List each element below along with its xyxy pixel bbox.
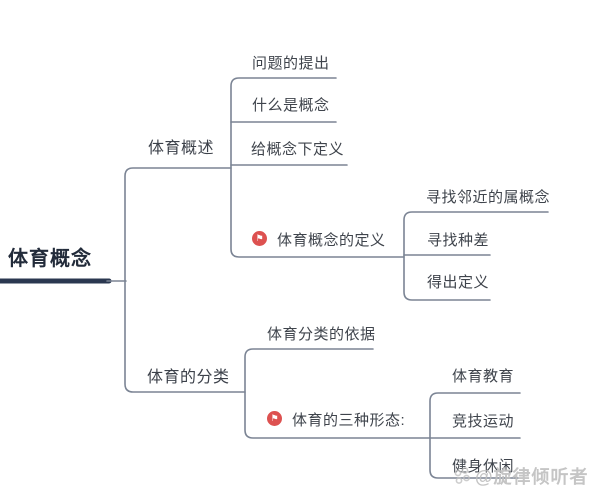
- watermark-logo-icon: [454, 467, 470, 484]
- node-derive-definition[interactable]: 得出定义: [427, 274, 490, 291]
- node-define-concept[interactable]: 给概念下定义: [251, 141, 345, 158]
- forms-bracket: [429, 392, 521, 479]
- node-what-is-concept[interactable]: 什么是概念: [252, 97, 330, 114]
- flag-icon: ⚑: [252, 231, 267, 246]
- node-question-raising[interactable]: 问题的提出: [252, 55, 330, 72]
- node-find-genus-concept[interactable]: 寻找邻近的属概念: [426, 189, 551, 206]
- flag-icon: ⚑: [267, 411, 282, 426]
- node-physical-education[interactable]: 体育教育: [452, 368, 515, 385]
- trunk-line: [124, 167, 246, 393]
- classification-bracket: [244, 348, 431, 439]
- overview-bracket: [230, 77, 405, 258]
- node-three-forms-of-sports[interactable]: 体育的三种形态:: [292, 412, 406, 429]
- root-topic[interactable]: 体育概念: [8, 248, 92, 270]
- node-classification-basis[interactable]: 体育分类的依据: [267, 326, 376, 343]
- watermark: @旋律倾听者: [453, 463, 589, 489]
- branch-sports-classification[interactable]: 体育的分类: [147, 369, 230, 386]
- watermark-text: @旋律倾听者: [475, 467, 589, 487]
- definition-bracket: [403, 211, 549, 301]
- branch-sports-overview[interactable]: 体育概述: [148, 140, 215, 157]
- node-competitive-sports[interactable]: 竞技运动: [452, 413, 515, 430]
- node-sports-concept-definition[interactable]: 体育概念的定义: [277, 232, 386, 249]
- node-find-species-difference[interactable]: 寻找种差: [427, 232, 490, 249]
